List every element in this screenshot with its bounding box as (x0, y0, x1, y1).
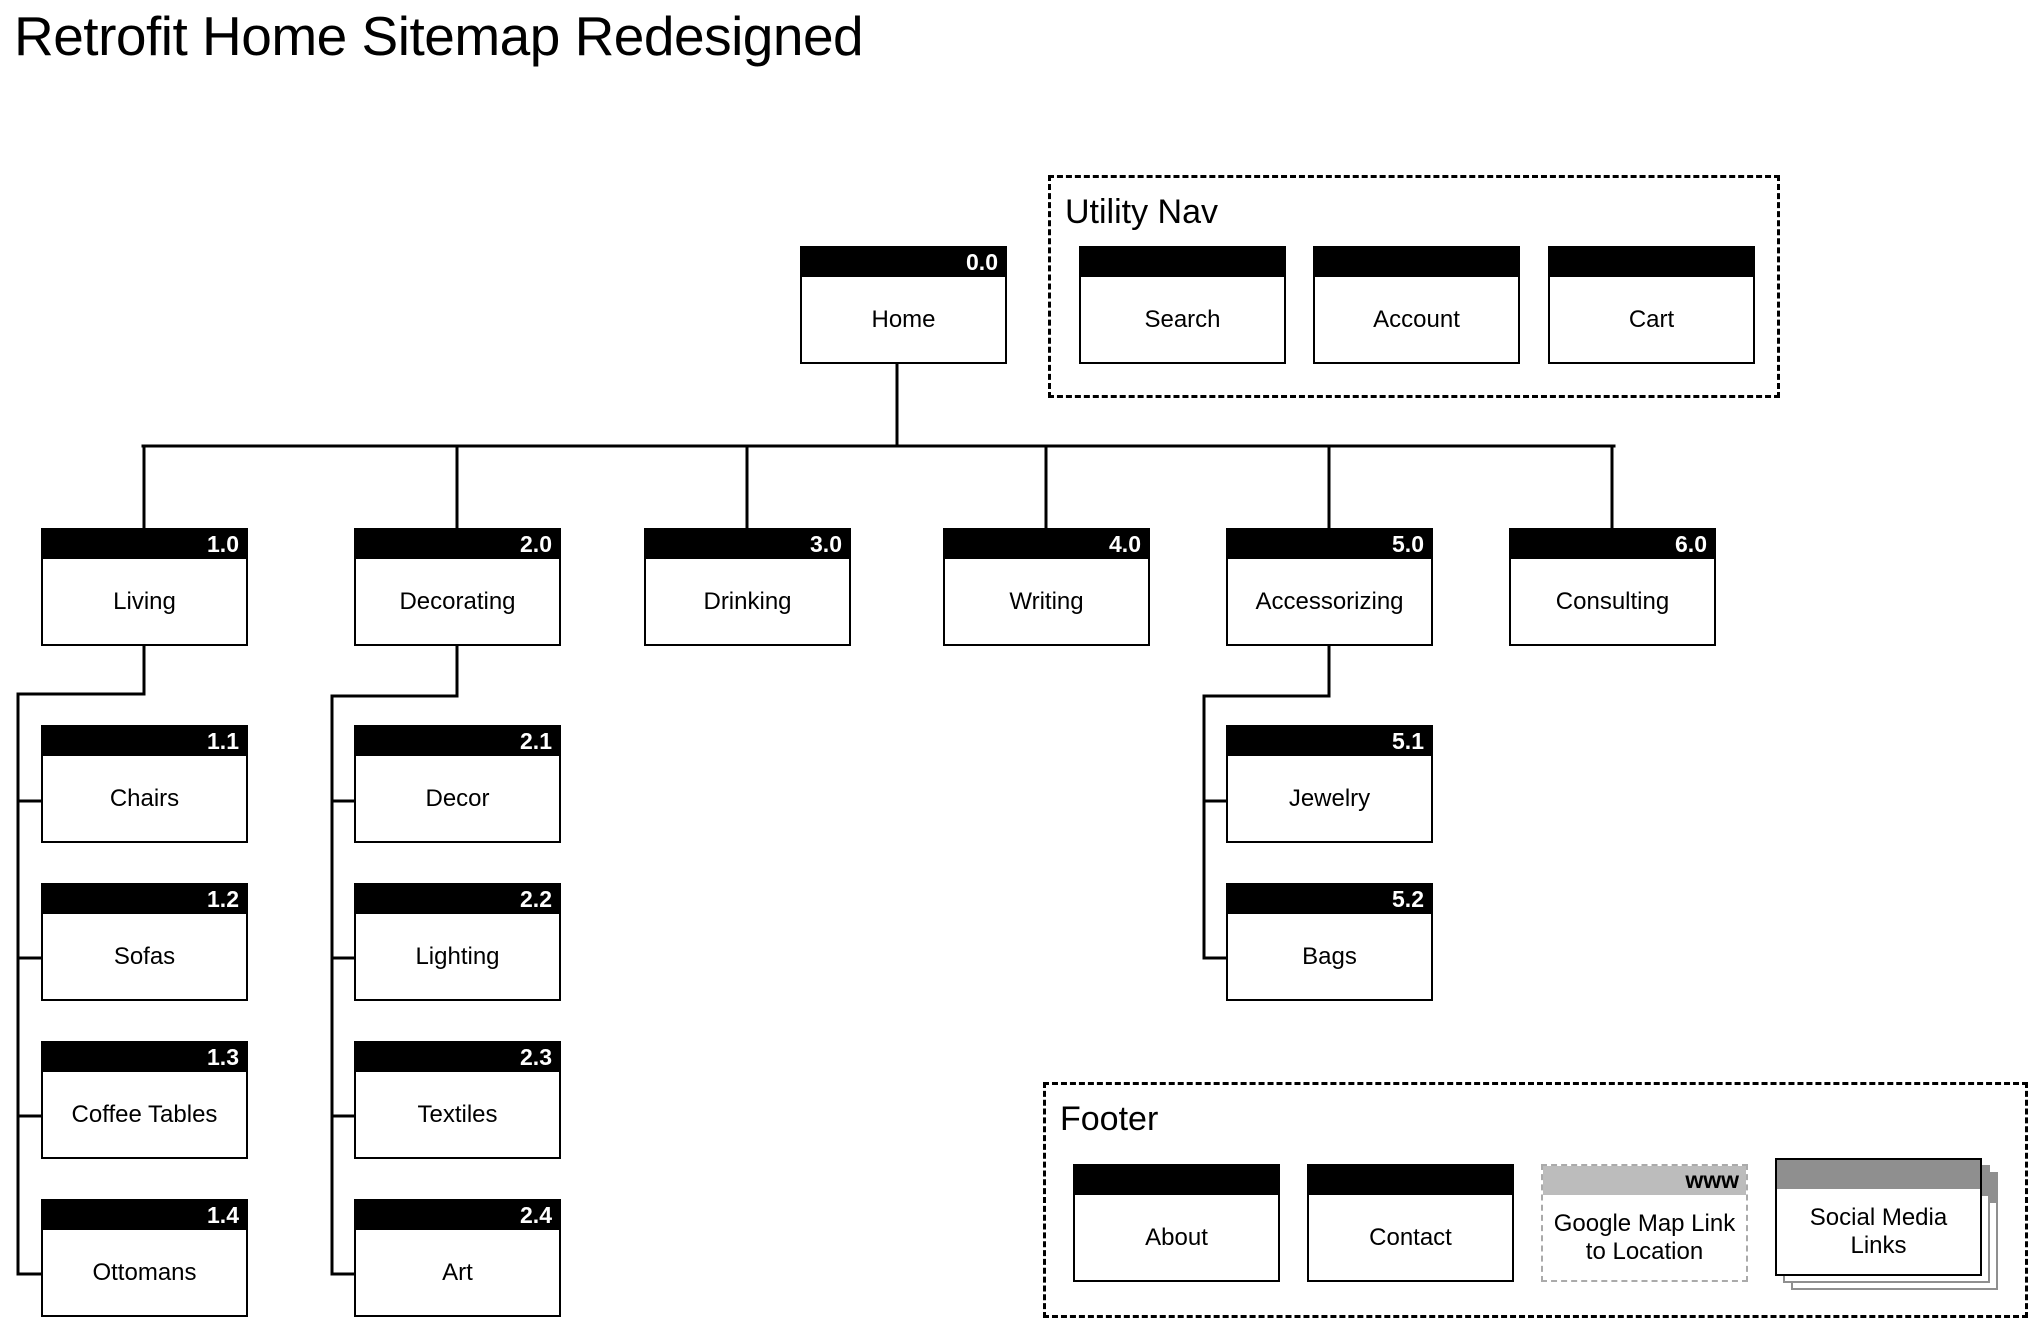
node-label: Bags (1302, 942, 1357, 970)
node-label: Jewelry (1288, 784, 1371, 812)
utility-nav-label: Utility Nav (1065, 193, 1219, 231)
node-label: Home (871, 305, 936, 333)
node-bar (1315, 248, 1518, 277)
node-art[interactable]: 2.4 Art (354, 1199, 561, 1317)
node-bar (1075, 1166, 1278, 1195)
node-number: 0.0 (802, 248, 1005, 277)
node-number: 5.1 (1228, 727, 1431, 756)
node-number: 2.1 (356, 727, 559, 756)
footer-group (1043, 1082, 2028, 1318)
node-label: Decorating (399, 587, 516, 615)
node-bar (1777, 1160, 1980, 1189)
node-accessorizing[interactable]: 5.0 Accessorizing (1226, 528, 1433, 646)
node-label: Search (1144, 305, 1221, 333)
node-chairs[interactable]: 1.1 Chairs (41, 725, 248, 843)
node-number: 4.0 (945, 530, 1148, 559)
node-home[interactable]: 0.0 Home (800, 246, 1007, 364)
external-link-badge: www (1543, 1166, 1746, 1195)
node-about[interactable]: About (1073, 1164, 1280, 1282)
node-contact[interactable]: Contact (1307, 1164, 1514, 1282)
node-social-media-links[interactable]: Social Media Links (1775, 1158, 1982, 1276)
node-number: 2.3 (356, 1043, 559, 1072)
node-label: Art (442, 1258, 473, 1286)
node-writing[interactable]: 4.0 Writing (943, 528, 1150, 646)
node-ottomans[interactable]: 1.4 Ottomans (41, 1199, 248, 1317)
node-label: Textiles (417, 1100, 498, 1128)
node-decorating[interactable]: 2.0 Decorating (354, 528, 561, 646)
node-living[interactable]: 1.0 Living (41, 528, 248, 646)
node-textiles[interactable]: 2.3 Textiles (354, 1041, 561, 1159)
node-account[interactable]: Account (1313, 246, 1520, 364)
node-number: 1.1 (43, 727, 246, 756)
node-drinking[interactable]: 3.0 Drinking (644, 528, 851, 646)
node-cart[interactable]: Cart (1548, 246, 1755, 364)
page-title: Retrofit Home Sitemap Redesigned (14, 5, 864, 67)
node-lighting[interactable]: 2.2 Lighting (354, 883, 561, 1001)
node-bar (1081, 248, 1284, 277)
node-search[interactable]: Search (1079, 246, 1286, 364)
node-google-map-link[interactable]: www Google Map Link to Location (1541, 1164, 1748, 1282)
node-label: Drinking (703, 587, 792, 615)
node-label: Coffee Tables (71, 1100, 218, 1128)
node-jewelry[interactable]: 5.1 Jewelry (1226, 725, 1433, 843)
node-label: Google Map Link to Location (1553, 1209, 1736, 1265)
node-bar (1309, 1166, 1512, 1195)
node-consulting[interactable]: 6.0 Consulting (1509, 528, 1716, 646)
node-number: 3.0 (646, 530, 849, 559)
node-number: 6.0 (1511, 530, 1714, 559)
node-label: Decor (425, 784, 490, 812)
node-number: 5.0 (1228, 530, 1431, 559)
node-label: Chairs (109, 784, 180, 812)
node-bags[interactable]: 5.2 Bags (1226, 883, 1433, 1001)
node-label: Social Media Links (1809, 1203, 1948, 1259)
node-label: Ottomans (92, 1258, 197, 1286)
node-label: About (1145, 1223, 1208, 1251)
node-label: Sofas (113, 942, 176, 970)
node-label: Writing (1009, 587, 1084, 615)
node-decor[interactable]: 2.1 Decor (354, 725, 561, 843)
utility-nav-group (1048, 175, 1780, 398)
node-number: 1.4 (43, 1201, 246, 1230)
node-number: 1.0 (43, 530, 246, 559)
node-number: 5.2 (1228, 885, 1431, 914)
node-label: Living (113, 587, 176, 615)
node-number: 2.4 (356, 1201, 559, 1230)
node-label: Cart (1628, 305, 1675, 333)
node-label: Consulting (1555, 587, 1670, 615)
node-label: Contact (1369, 1223, 1452, 1251)
node-coffee-tables[interactable]: 1.3 Coffee Tables (41, 1041, 248, 1159)
node-label: Lighting (415, 942, 500, 970)
node-sofas[interactable]: 1.2 Sofas (41, 883, 248, 1001)
node-bar (1550, 248, 1753, 277)
footer-label: Footer (1060, 1100, 1159, 1138)
node-number: 2.0 (356, 530, 559, 559)
node-label: Accessorizing (1255, 587, 1404, 615)
node-number: 1.3 (43, 1043, 246, 1072)
node-number: 1.2 (43, 885, 246, 914)
node-number: 2.2 (356, 885, 559, 914)
node-label: Account (1373, 305, 1460, 333)
